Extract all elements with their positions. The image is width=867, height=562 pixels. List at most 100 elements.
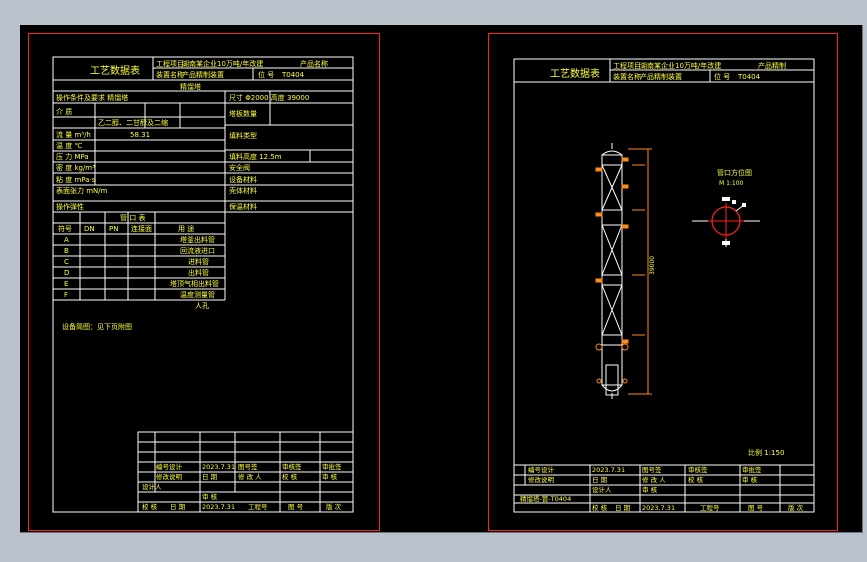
left-row-1: 介 质 [56, 107, 72, 116]
height-dimension [628, 148, 652, 395]
tb-left-r3-0: 设计人 [142, 482, 162, 491]
tb-right-r1-3: 审核签 [688, 465, 708, 474]
right-table-border [513, 58, 815, 513]
tb-left-r4-5: 版 次 [326, 502, 342, 511]
nozzle-use-3: 出料管 [188, 268, 209, 277]
tb-right-r1-0: 编号设计 [528, 465, 555, 474]
left-title: 工艺数据表 [90, 64, 140, 77]
tb-right-r2-4: 审 核 [742, 475, 758, 484]
left-sheet-drawing: 工艺数据表 工程项目 湖南某企业10万吨/年改建 产品名称 装置名称 产品精制装… [52, 56, 354, 513]
left-tag-value: T0404 [281, 71, 305, 79]
tb-right-r3-0: 设计人 [592, 485, 612, 494]
left-section-header: 精馏塔 [180, 82, 201, 91]
tb-left-r2-2: 修 改 人 [238, 472, 262, 481]
nozzle-letter-c: C [64, 258, 69, 266]
tb-right-r1-2: 图号签 [642, 465, 662, 474]
left-note: 设备简图：见下页附图 [62, 322, 132, 331]
right-tag-value: T0404 [737, 73, 761, 81]
nozzle-col-4: 用 途 [178, 224, 194, 233]
nozzle-letter-b: B [64, 247, 69, 255]
tb-right-r4-1: 日 期 [615, 504, 631, 512]
tb-left-r1-0: 编号设计 [156, 462, 183, 471]
right-title: 工艺数据表 [550, 67, 600, 80]
right-project-label: 工程项目 [613, 61, 641, 70]
orientation-subtitle: M 1:100 [719, 180, 744, 187]
nozzle-use-4: 塔顶气相出料管 [170, 279, 219, 288]
tb-right-r2-0: 修改说明 [528, 475, 555, 484]
cad-drawing-canvas[interactable]: 工艺数据表 工程项目 湖南某企业10万吨/年改建 产品名称 装置名称 产品精制装… [20, 25, 863, 533]
nozzle-header: 管 口 表 [120, 213, 145, 222]
right-tag-label: 位 号 [714, 72, 730, 81]
nozzle-col-2: PN [109, 225, 118, 233]
tb-left-r2-0: 修改说明 [156, 472, 183, 481]
nozzle-col-3: 连接面 [131, 224, 152, 233]
right-row-7: 保温材料 [229, 202, 257, 211]
column-nozzles [595, 157, 629, 384]
left-row-4: 压 力 MPa [56, 152, 89, 161]
tb-left-r4-1: 日 期 [170, 503, 186, 511]
nozzle-col-0: 符号 [58, 224, 72, 233]
tb-left-r4-2: 2023.7.31 [202, 503, 235, 511]
tb-right-r4-5: 版 次 [788, 503, 804, 512]
tb-left-r1-2: 图号签 [238, 462, 258, 471]
tb-right-r1-1: 2023.7.31 [592, 466, 625, 474]
left-tag-label: 位 号 [258, 70, 274, 79]
tb-left-r4-0: 校 核 [142, 502, 158, 511]
nozzle-letter-e: E [64, 280, 68, 288]
tb-left-r3-1: 审 核 [202, 492, 218, 501]
left-equipment-label: 装置名称 [156, 70, 184, 79]
tb-left-r1-4: 审批签 [322, 462, 342, 471]
right-sheet-frame [488, 33, 838, 531]
left-product-label: 产品名称 [300, 59, 328, 68]
nozzle-use-5: 温度测量管 [180, 290, 215, 299]
left-row-6: 粘 度 mPa·s [56, 175, 96, 184]
right-row-4: 安全阀 [229, 163, 250, 172]
left-row-8: 操作弹性 [56, 202, 84, 211]
nozzle-orientation-plan [692, 197, 760, 247]
nozzle-use-2: 进料管 [188, 257, 209, 266]
tb-left-r4-3: 工程号 [248, 502, 268, 511]
tb-left-r2-4: 审 核 [322, 472, 338, 481]
tb-left-r1-1: 2023.7.31 [202, 463, 235, 471]
tb-right-r4-0: 校 核 [592, 503, 608, 512]
column-elevation [601, 143, 623, 399]
tb-left-r1-3: 审核签 [282, 462, 302, 471]
tb-right-r2-2: 修 改 人 [642, 475, 666, 484]
height-label: 39000 [649, 256, 656, 275]
tb-right-r2-1: 日 期 [592, 476, 608, 484]
left-row-3: 温 度 ℃ [56, 141, 82, 150]
tb-right-r4-3: 工程号 [700, 503, 720, 512]
right-row-1: 塔板数量 [229, 109, 257, 118]
left-equipment-value: 产品精制装置 [182, 70, 224, 79]
drawing-number: 精馏塔-管-T0404 [520, 494, 571, 503]
tb-right-r1-4: 审批签 [742, 465, 762, 474]
left-row-5: 密 度 kg/m³ [56, 163, 95, 172]
right-sheet-drawing: 39000 管口方位图 M 1:100 工艺数据表 工程项目 湖南某企业10万吨… [513, 58, 815, 513]
left-sheet-frame [28, 33, 380, 531]
right-project-value: 湖南某企业10万吨/年改建 [640, 61, 721, 70]
nozzle-use-0: 塔釜出料管 [180, 235, 215, 244]
tb-left-r2-3: 校 核 [282, 472, 298, 481]
nozzle-letter-d: D [64, 269, 69, 277]
nozzle-use-1: 回流液进口 [180, 246, 215, 255]
tb-left-r4-4: 图 号 [288, 503, 304, 511]
right-row-5: 设备材料 [229, 175, 257, 184]
orientation-title: 管口方位图 [717, 168, 752, 177]
nozzle-letter-f: F [64, 291, 68, 299]
right-row-2: 填料类型 [229, 131, 257, 140]
right-equipment-label: 装置名称 [613, 72, 641, 81]
right-row-6: 壳体材料 [229, 186, 257, 195]
right-row-0: 尺寸 Φ2000 高度 39000 [229, 93, 309, 102]
left-row-2: 流 量 m³/h [56, 130, 91, 139]
scale-label: 比例 1:150 [748, 448, 784, 457]
tb-right-r4-2: 2023.7.31 [642, 504, 675, 512]
right-product-label: 产品精制 [758, 61, 786, 70]
left-project-label: 工程项目 [156, 59, 184, 68]
left-row-7: 表面张力 mN/m [56, 186, 108, 195]
nozzle-letter-a: A [64, 236, 69, 244]
nozzle-col-1: DN [84, 225, 95, 233]
flow-value: 58.31 [130, 131, 150, 139]
right-row-3: 填料高度 12.5m [229, 152, 282, 161]
tb-left-r2-1: 日 期 [202, 473, 218, 481]
medium-value: 乙二醇、二甘醇及二缩 [98, 118, 168, 127]
